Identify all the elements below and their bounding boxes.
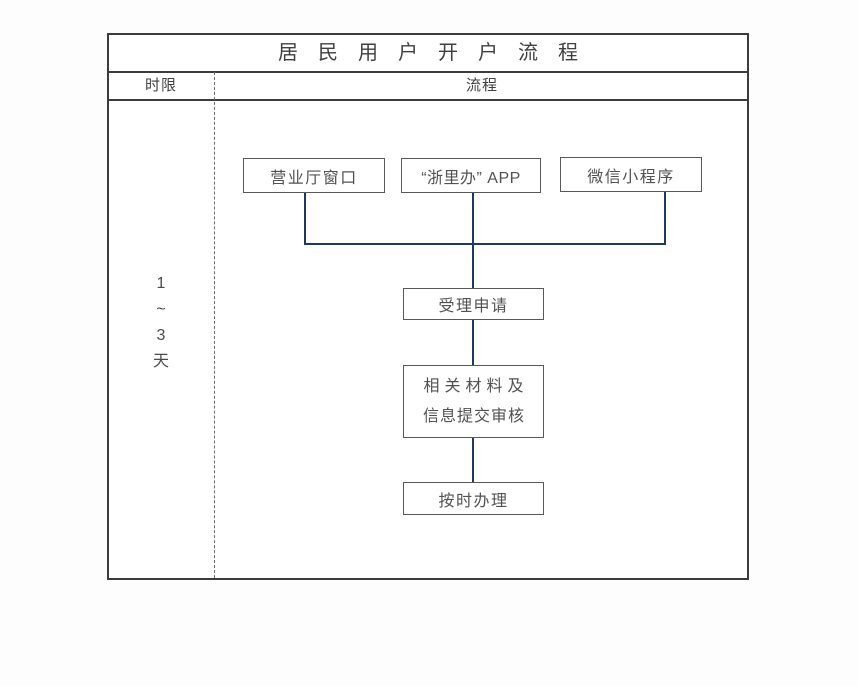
page-title: 居民用户开户流程 (278, 42, 598, 64)
node-accept-application: 受理申请 (403, 288, 544, 320)
node-zheliban-app: “浙里办” APP (401, 158, 541, 193)
node-submit-materials-review: 相关材料及 信息提交审核 (403, 365, 544, 438)
duration-char: ~ (156, 301, 166, 318)
connector-drop-left (304, 192, 306, 245)
duration-char: 天 (152, 353, 169, 370)
node-business-hall-window: 营业厅窗口 (243, 158, 385, 193)
node-handle-on-time: 按时办理 (403, 482, 544, 515)
connector-step2-to-step3 (472, 438, 474, 482)
node-submit-materials-review-line2: 信息提交审核 (422, 407, 525, 425)
duration-char: 1 (156, 275, 166, 292)
connector-drop-center (472, 192, 474, 288)
connector-merge-horizontal (304, 243, 666, 245)
duration-char: 3 (156, 327, 166, 344)
time-limit-value: 1 ~ 3 天 (107, 271, 215, 375)
node-wechat-mini-program: 微信小程序 (560, 157, 702, 192)
column-header-time-limit: 时限 (144, 77, 177, 94)
column-header-process: 流程 (465, 77, 498, 94)
connector-step1-to-step2 (472, 320, 474, 365)
header-separator-line (107, 99, 749, 101)
node-submit-materials-review-line1: 相关材料及 (423, 377, 529, 395)
connector-drop-right (664, 192, 666, 245)
title-separator-line (107, 71, 749, 73)
column-divider-dashed-line (214, 72, 215, 578)
